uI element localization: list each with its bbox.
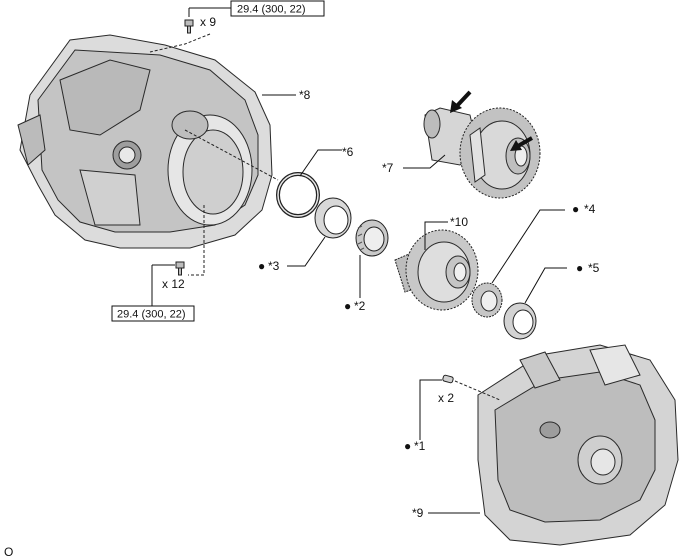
transmission-case-part	[477, 344, 679, 546]
callout-c6: *6	[342, 145, 354, 159]
dashed-leader-bottom-bolts	[188, 205, 205, 276]
callout-c7: *7	[382, 161, 394, 175]
qty-bolts-bottom: x 12	[162, 277, 185, 291]
callout-c4: *4	[584, 202, 596, 216]
torque-box-bottom	[111, 305, 195, 322]
dashed-leader-housing-to-seal	[184, 129, 279, 181]
bullet-c4: ●	[572, 202, 579, 216]
callout-c9: *9	[412, 506, 424, 520]
callout-c2: *2	[354, 299, 366, 313]
transaxle-housing	[17, 34, 273, 249]
bolt-top-icon	[184, 19, 194, 34]
torque-box-top	[230, 0, 325, 17]
bullet-c3: ●	[258, 259, 265, 273]
callout-c1: *1	[414, 439, 426, 453]
differential-assembly-part	[423, 107, 541, 199]
bullet-c5: ●	[576, 261, 583, 275]
torque-value-top: 29.4 (300, 22)	[237, 4, 306, 16]
dashed-leader-pins	[454, 380, 501, 401]
arrow-icon-top	[450, 90, 472, 113]
callout-c8: *8	[299, 88, 311, 102]
corner-mark: O	[4, 545, 13, 559]
arrow-icon-right	[510, 136, 533, 151]
leader-c5	[524, 267, 567, 304]
callout-c10: *10	[450, 215, 468, 229]
bearing-part	[355, 219, 389, 257]
qty-pins: x 2	[438, 391, 454, 405]
leader-c6	[299, 149, 342, 177]
leader-c10	[424, 221, 448, 250]
bullet-c1: ●	[404, 439, 411, 453]
qty-bolts-top: x 9	[200, 15, 216, 29]
torque-value-bottom: 29.4 (300, 22)	[117, 309, 186, 321]
counter-gear-part	[394, 229, 479, 311]
tapered-bearing-part	[471, 282, 503, 318]
dashed-leader-top-bolts	[149, 33, 211, 53]
leader-c3	[287, 236, 326, 267]
callout-c3: *3	[268, 259, 280, 273]
leader-c1	[419, 379, 442, 440]
leader-c4	[491, 209, 565, 284]
dowel-pin-icon	[442, 374, 454, 384]
callout-c5: *5	[588, 261, 600, 275]
outer-race-part	[314, 197, 352, 239]
outer-race-small-part	[503, 302, 537, 340]
bullet-c2: ●	[344, 299, 351, 313]
leader-c7	[403, 154, 446, 169]
bolt-bottom-icon	[175, 261, 185, 276]
